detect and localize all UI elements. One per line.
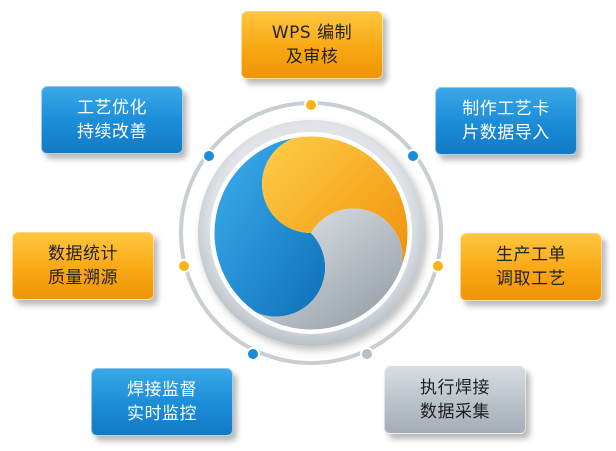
- box-process-improve: 工艺优化 持续改善: [41, 86, 183, 154]
- box-collect-line2: 数据采集: [420, 402, 490, 422]
- box-improve-line2: 持续改善: [77, 122, 147, 142]
- box-monitor-line1: 焊接监督: [127, 380, 197, 400]
- box-order-line1: 生产工单: [496, 245, 566, 265]
- box-wps-review: WPS 编制 及审核: [241, 11, 383, 79]
- box-wps-line1: WPS 编制: [271, 23, 353, 43]
- ring-dot-top: [304, 98, 318, 112]
- box-data-collection: 执行焊接 数据采集: [384, 366, 526, 434]
- box-wps-line2: 及审核: [285, 47, 339, 67]
- swirl-segment-blue: [212, 134, 326, 317]
- box-process-card-import: 制作工艺卡 片数据导入: [435, 87, 577, 155]
- box-collect-line1: 执行焊接: [420, 378, 490, 398]
- box-order-line2: 调取工艺: [496, 269, 566, 289]
- ring-dot-upper-left: [202, 149, 216, 163]
- ring-dot-upper-right: [406, 149, 420, 163]
- box-work-order: 生产工单 调取工艺: [460, 233, 602, 301]
- box-trace-line2: 质量溯源: [48, 268, 118, 288]
- swirl-segment-gray: [241, 208, 403, 332]
- ring-dot-right: [431, 259, 445, 273]
- ring-dot-lower-right: [360, 347, 374, 361]
- box-trace-line1: 数据统计: [48, 244, 118, 264]
- ring-dot-left: [177, 259, 191, 273]
- box-card-line1: 制作工艺卡: [462, 99, 550, 119]
- ring-dot-lower-left: [246, 347, 260, 361]
- box-realtime-monitor: 焊接监督 实时监控: [91, 368, 233, 436]
- swirl-segment-orange: [262, 134, 410, 282]
- box-quality-trace: 数据统计 质量溯源: [12, 232, 154, 300]
- box-monitor-line2: 实时监控: [127, 404, 197, 424]
- box-card-line2: 片数据导入: [462, 123, 550, 143]
- box-improve-line1: 工艺优化: [77, 98, 147, 118]
